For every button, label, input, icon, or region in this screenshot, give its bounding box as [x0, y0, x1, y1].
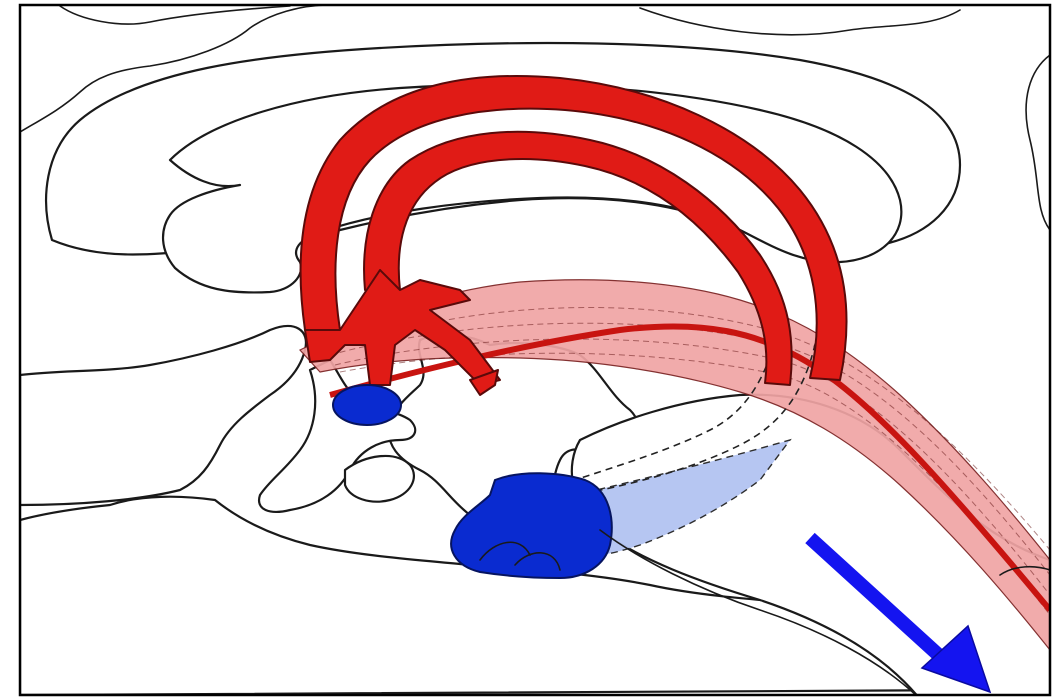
septal-nucleus: [333, 385, 401, 425]
anterior-commissure-area: [345, 456, 414, 502]
cortex-fold-right-edge: [1026, 55, 1050, 230]
cortex-fold-top-right: [640, 8, 960, 35]
cortex-fold-top: [60, 6, 290, 24]
frontal-lobe-lower: [20, 326, 306, 505]
